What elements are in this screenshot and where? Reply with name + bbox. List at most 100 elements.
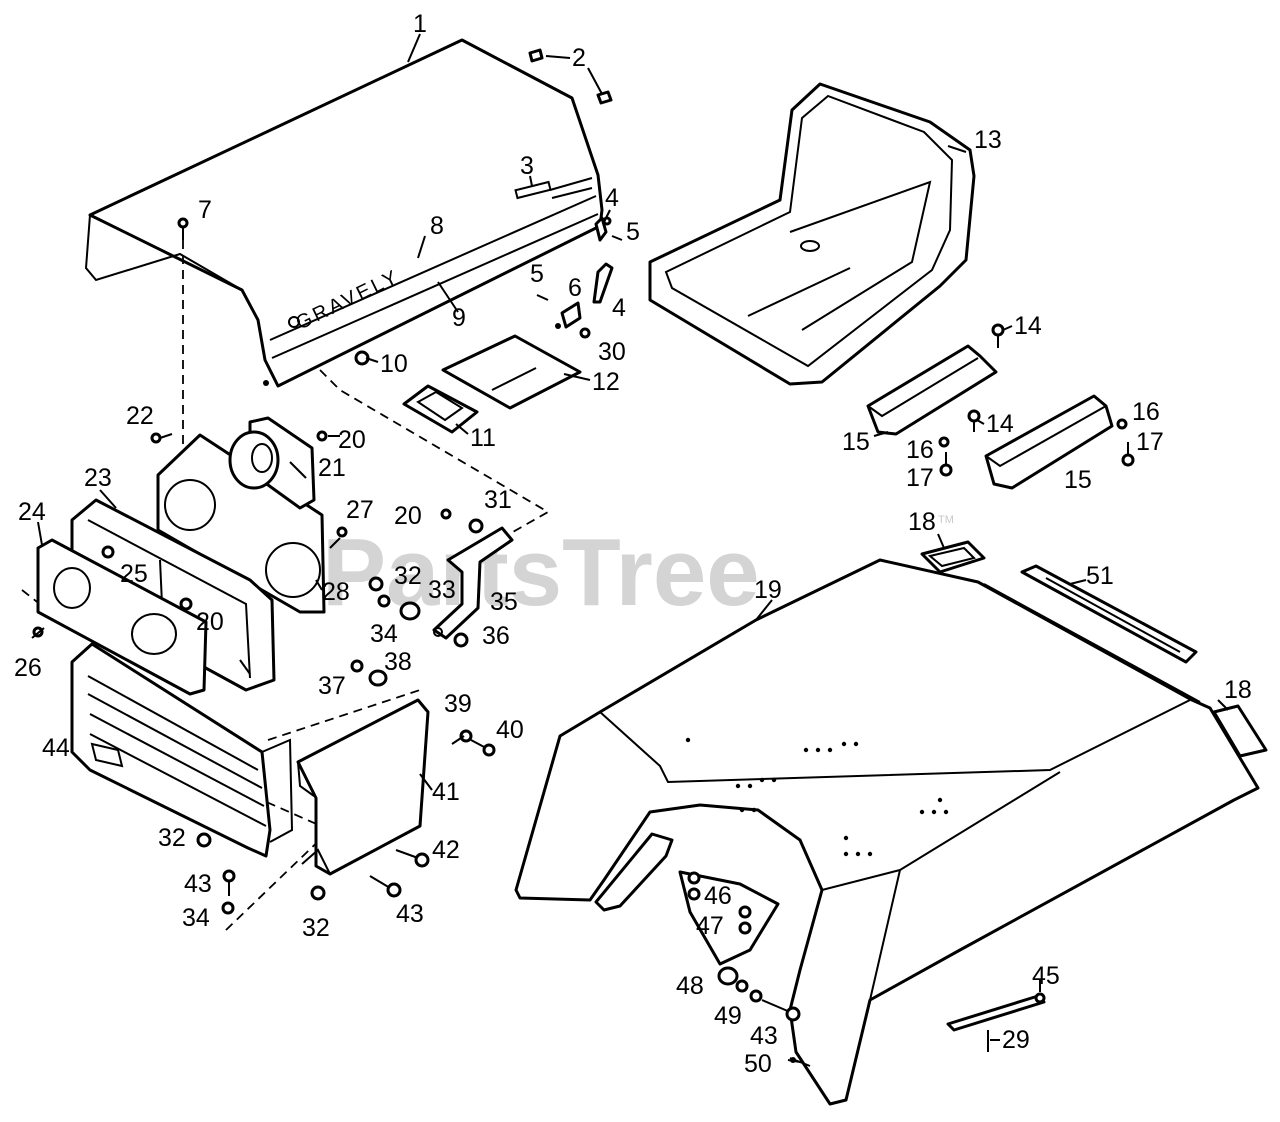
- callout-17: 17: [1136, 428, 1164, 456]
- callout-50: 50: [744, 1050, 772, 1078]
- bolt-14-lower: [967, 409, 981, 432]
- seat-bracket-15-right: [984, 394, 1114, 490]
- callout-11: 11: [470, 424, 496, 452]
- callout-32: 32: [158, 824, 186, 852]
- washer-34: [377, 594, 391, 608]
- washer-46c: [738, 905, 752, 919]
- nut-47: [738, 921, 752, 935]
- callout-9: 9: [452, 304, 466, 332]
- clip-2: [528, 48, 613, 105]
- callout-10: 10: [380, 350, 408, 378]
- hood: GRAVELY: [84, 38, 604, 388]
- headlight-21: [228, 416, 316, 510]
- decal-18-top: [920, 540, 986, 574]
- spacer-33: [399, 601, 421, 621]
- callout-14: 14: [1014, 312, 1042, 340]
- seat-13: [648, 82, 976, 386]
- callout-1: 1: [413, 10, 427, 38]
- callout-36: 36: [482, 622, 510, 650]
- headlight-bracket-28: [156, 433, 326, 614]
- screw-22: [150, 432, 173, 444]
- callout-5: 5: [626, 218, 640, 246]
- callout-42: 42: [432, 836, 460, 864]
- bolt-17-right: [1121, 442, 1135, 467]
- washer-49a: [735, 979, 749, 993]
- callout-18: 18: [908, 508, 936, 536]
- callout-32: 32: [394, 562, 422, 590]
- screw-20-top: [316, 430, 328, 442]
- bracket-35: [432, 526, 514, 640]
- washer-34-left: [221, 901, 235, 915]
- rod-45: [946, 992, 1046, 1032]
- callout-20: 20: [394, 502, 422, 530]
- callout-30: 30: [598, 338, 626, 366]
- assembly-line: [21, 589, 61, 621]
- washer-16-left: [938, 436, 950, 448]
- screw-27: [336, 526, 348, 538]
- callout-7: 7: [198, 196, 212, 224]
- callout-22: 22: [126, 402, 154, 430]
- callout-3: 3: [520, 152, 534, 180]
- callout-28: 28: [322, 578, 350, 606]
- callout-18: 18: [1224, 676, 1252, 704]
- grille-44: [70, 642, 294, 858]
- callout-32: 32: [302, 914, 330, 942]
- callout-15: 15: [842, 428, 870, 456]
- callout-43: 43: [184, 870, 212, 898]
- nut-32: [368, 576, 384, 592]
- callout-26: 26: [14, 654, 42, 682]
- callout-31: 31: [484, 486, 512, 514]
- screw-7: [177, 217, 189, 240]
- callout-24: 24: [18, 498, 46, 526]
- callout-5: 5: [530, 260, 544, 288]
- callout-4: 4: [612, 294, 626, 322]
- bolt-14-upper: [991, 323, 1005, 348]
- spacer-48: [717, 966, 739, 986]
- callout-19: 19: [754, 576, 782, 604]
- decal-11: [402, 384, 479, 434]
- assembly-line: [267, 689, 421, 741]
- decal-51: [1020, 564, 1198, 664]
- hinge-4-upper: [594, 216, 612, 242]
- screw-25: [101, 545, 115, 559]
- bolt-43-panel: [369, 875, 402, 898]
- callout-16: 16: [1132, 398, 1160, 426]
- callout-6: 6: [568, 274, 582, 302]
- bolt-40: [459, 729, 496, 757]
- pin-5: [536, 235, 623, 301]
- callout-2: 2: [572, 44, 586, 72]
- screw-26: [31, 626, 45, 639]
- callout-39: 39: [444, 690, 472, 718]
- callout-16: 16: [906, 436, 934, 464]
- callout-20: 20: [338, 426, 366, 454]
- bolt-43-fender: [761, 999, 801, 1022]
- nut-37: [350, 659, 364, 673]
- callout-40: 40: [496, 716, 524, 744]
- callout-20: 20: [196, 608, 224, 636]
- fender-bracket: [594, 832, 780, 966]
- nut-31: [468, 518, 484, 534]
- panel-41: [296, 698, 430, 876]
- bolt-42: [395, 849, 430, 868]
- spacer-38: [368, 669, 388, 687]
- callout-33: 33: [428, 576, 456, 604]
- callout-41: 41: [432, 778, 460, 806]
- bracket-6: [555, 301, 582, 329]
- callout-43: 43: [396, 900, 424, 928]
- callout-14: 14: [986, 410, 1014, 438]
- nut-20: [440, 508, 452, 520]
- callout-17: 17: [906, 464, 934, 492]
- callout-13: 13: [974, 126, 1002, 154]
- seat-bracket-15-left: [866, 344, 998, 436]
- callout-8: 8: [430, 212, 444, 240]
- watermark: PartsTree: [322, 519, 760, 626]
- bolt-17-left: [939, 452, 953, 477]
- callout-47: 47: [696, 912, 724, 940]
- bolt-43-left: [222, 869, 236, 896]
- fender-vent-dots: [685, 737, 949, 857]
- watermark-trademark: TM: [938, 514, 954, 526]
- callout-34: 34: [182, 904, 210, 932]
- assembly-line: [225, 829, 331, 931]
- callout-25: 25: [120, 560, 148, 588]
